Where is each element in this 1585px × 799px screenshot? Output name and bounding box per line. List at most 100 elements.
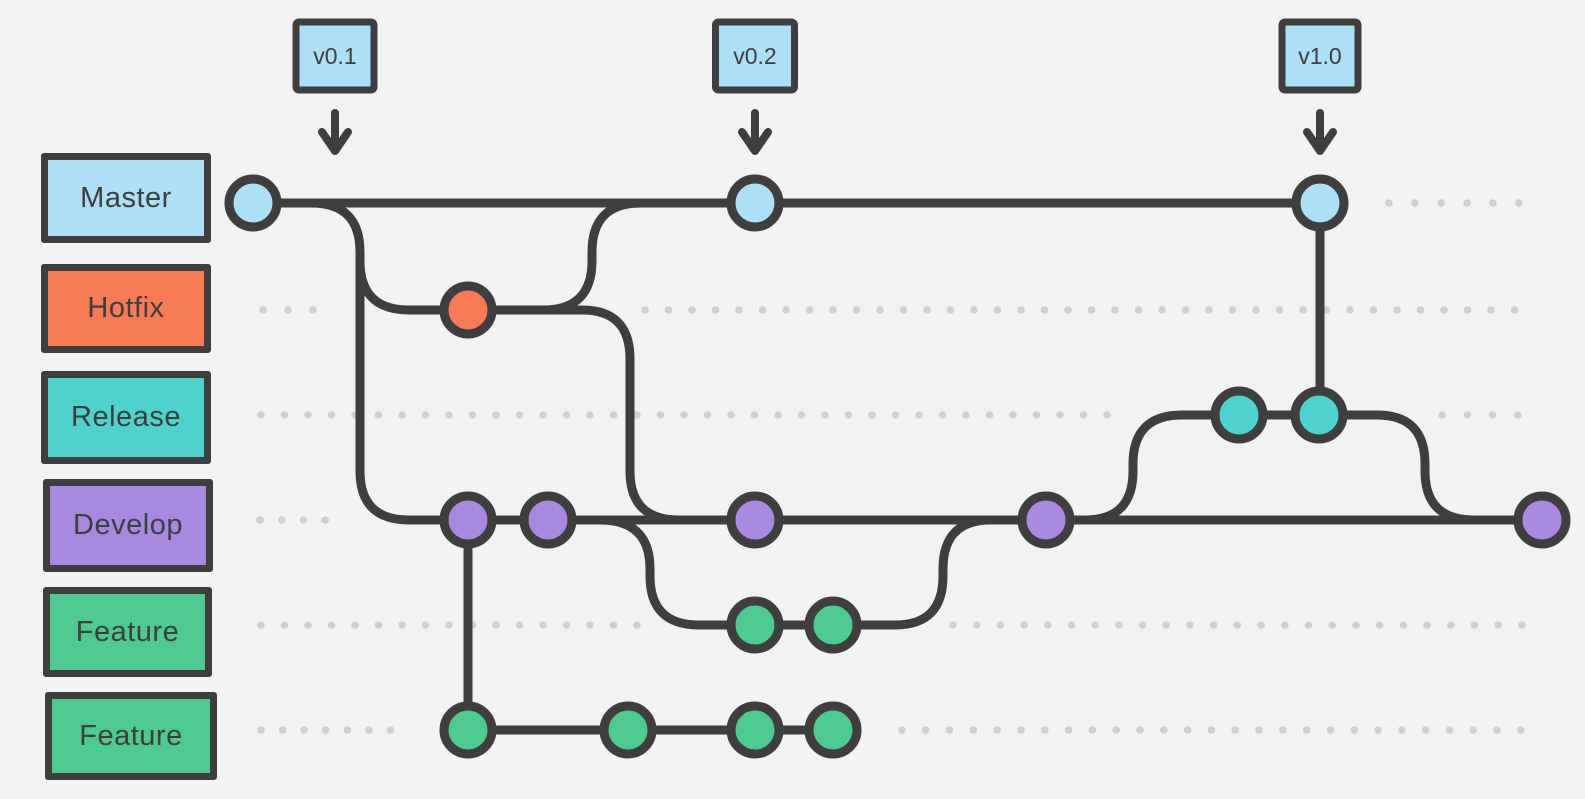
lane-dot xyxy=(278,726,287,734)
lane-dot xyxy=(259,306,267,314)
lane-dot xyxy=(445,411,453,419)
lane-dot xyxy=(1517,726,1525,734)
tag-box xyxy=(292,18,378,94)
lane-dot xyxy=(1494,621,1502,629)
lane-dot xyxy=(1487,306,1495,314)
commit-feature xyxy=(726,596,784,654)
tag-label: v1.0 xyxy=(1298,43,1341,69)
branch-box-feature-5: Feature xyxy=(45,692,217,780)
lane-dot xyxy=(1134,306,1143,314)
lane-dot xyxy=(946,306,955,314)
lane-dot xyxy=(1488,411,1497,419)
lane-dot xyxy=(1515,199,1523,207)
commit-release xyxy=(1290,386,1348,444)
lane-dot xyxy=(343,726,352,734)
tag-label: v0.1 xyxy=(313,43,356,69)
lane-dot xyxy=(805,306,814,314)
commit-feature xyxy=(599,701,657,759)
lane-dot xyxy=(1228,306,1237,314)
lane-dot xyxy=(1463,199,1471,207)
lane-dot xyxy=(1322,306,1331,314)
lane-dot xyxy=(1257,621,1265,629)
lane-dot xyxy=(421,621,430,629)
lane-dot xyxy=(386,726,395,734)
lane-dot xyxy=(280,621,289,629)
edge-branch-master-hotfix xyxy=(355,256,451,315)
lane-dot xyxy=(750,411,759,419)
lane-dot xyxy=(868,411,876,419)
lane-dot xyxy=(1181,306,1190,314)
lane-dot xyxy=(711,306,720,314)
dotted-lanes xyxy=(256,199,1526,734)
lane-dot xyxy=(1112,726,1120,734)
branch-box-master-0: Master xyxy=(41,153,211,243)
lane-dot xyxy=(969,726,978,734)
lane-dot xyxy=(1514,411,1522,419)
lane-dot xyxy=(1279,726,1287,734)
lane-dot xyxy=(1411,199,1419,207)
lane-dot xyxy=(1374,726,1382,734)
lane-dot xyxy=(1281,621,1289,629)
commit-master xyxy=(726,174,784,232)
lane-dot xyxy=(938,411,947,419)
down-arrow-icon xyxy=(318,109,352,155)
lane-dot xyxy=(782,306,790,314)
lane-dot xyxy=(1044,621,1052,629)
edge-branch-develop-release xyxy=(1080,410,1247,525)
lane-dot xyxy=(1438,411,1446,419)
lane-dot xyxy=(1463,306,1472,314)
lane-dot xyxy=(1518,621,1526,629)
commit-develop xyxy=(439,491,497,549)
lane-dot xyxy=(1470,621,1479,629)
branch-label: Hotfix xyxy=(87,292,165,324)
lane-dot xyxy=(1299,306,1307,314)
lane-dot xyxy=(321,516,329,524)
commit-develop xyxy=(726,491,784,549)
lane-dot xyxy=(1399,621,1408,629)
lane-dot xyxy=(923,306,931,314)
lane-dot xyxy=(1103,411,1111,419)
lane-dot xyxy=(1346,306,1354,314)
lane-dot xyxy=(633,621,641,629)
lane-dot xyxy=(1352,621,1360,629)
lane-dot xyxy=(256,516,264,524)
lane-dot xyxy=(374,411,383,419)
lane-dot xyxy=(445,621,453,629)
branch-label: Feature xyxy=(79,719,183,752)
commit-develop xyxy=(519,491,577,549)
commit-master xyxy=(224,174,282,232)
lane-dot xyxy=(1369,306,1378,314)
lane-dot xyxy=(852,306,861,314)
lane-dot xyxy=(468,411,477,419)
lane-dot xyxy=(1445,726,1454,734)
lane-dot xyxy=(970,306,978,314)
lane-dot xyxy=(1398,726,1406,734)
lane-dot xyxy=(1231,726,1239,734)
lane-dot xyxy=(680,411,688,419)
lane-dot xyxy=(515,411,524,419)
commit-hotfix xyxy=(439,281,497,339)
lane-dot xyxy=(257,621,265,629)
lane-dot xyxy=(1304,621,1313,629)
edge-branch-develop-feature1 xyxy=(595,515,704,630)
lane-dot xyxy=(1020,621,1028,629)
tag-v0.2: v0.2 xyxy=(712,18,798,155)
lane-dot xyxy=(539,411,547,419)
commit-feature xyxy=(804,596,862,654)
lane-dot xyxy=(1421,726,1430,734)
lane-dot xyxy=(257,726,265,734)
lane-dot xyxy=(1275,306,1284,314)
lane-dot xyxy=(1393,306,1401,314)
lane-dot xyxy=(309,306,317,314)
edge-branch-master-develop xyxy=(306,198,451,525)
lane-dot xyxy=(735,306,743,314)
tag-label: v0.2 xyxy=(733,43,776,69)
lane-dot xyxy=(945,726,954,734)
lane-dot xyxy=(1493,726,1501,734)
lane-dot xyxy=(688,306,696,314)
branch-label: Develop xyxy=(73,509,183,541)
lane-dot xyxy=(609,411,618,419)
lane-dot xyxy=(492,411,500,419)
lane-dot xyxy=(365,726,373,734)
